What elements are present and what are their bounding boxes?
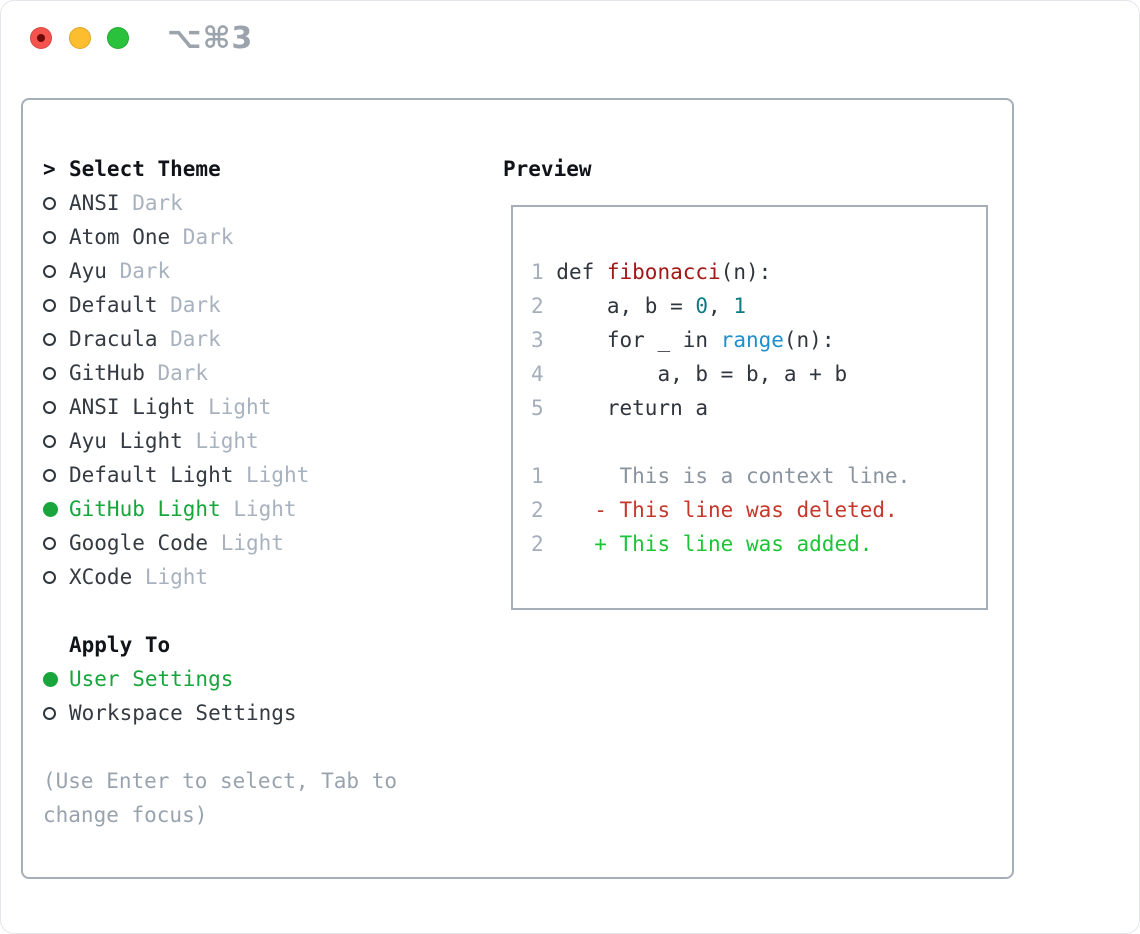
radio-selected-icon (43, 671, 69, 687)
code-line: 5 return a (531, 396, 709, 420)
radio-selected-icon (43, 501, 69, 517)
theme-option[interactable]: ANSI Light Light (43, 390, 397, 424)
apply-to-header: Apply To (43, 628, 397, 662)
theme-option-label: ANSI (69, 191, 120, 215)
radio-icon (43, 298, 69, 312)
titlebar: ⌥⌘3 (1, 1, 1139, 76)
theme-option-label: Default Light (69, 463, 234, 487)
radio-icon (43, 264, 69, 278)
minimize-button[interactable] (69, 27, 91, 49)
radio-icon (43, 706, 69, 720)
radio-icon (43, 570, 69, 584)
preview-box: 1 def fibonacci(n): 2 a, b = 0, 1 3 for _ … (511, 205, 988, 610)
theme-option-label: Atom One (69, 225, 171, 249)
code-line: 3 for _ in range(n): (531, 328, 835, 352)
theme-option[interactable]: Ayu Dark (43, 254, 397, 288)
theme-variant-label: Light (208, 531, 284, 555)
theme-option[interactable]: ANSI Dark (43, 186, 397, 220)
apply-to-option[interactable]: User Settings (43, 662, 397, 696)
theme-option-label: Ayu Light (69, 429, 183, 453)
code-line (531, 425, 986, 459)
prompt-icon: > (43, 157, 56, 181)
theme-option[interactable]: Google Code Light (43, 526, 397, 560)
theme-option-label: Ayu (69, 259, 107, 283)
theme-variant-label: Light (182, 429, 259, 453)
theme-variant-label: Dark (144, 361, 209, 385)
theme-option[interactable]: Dracula Dark (43, 322, 397, 356)
theme-option[interactable]: Ayu Light Light (43, 424, 397, 458)
theme-variant-label: Light (132, 565, 209, 589)
theme-option[interactable]: Default Light Light (43, 458, 397, 492)
radio-icon (43, 400, 69, 414)
theme-option-label: Dracula (69, 327, 158, 351)
theme-option-label: ANSI Light (69, 395, 196, 419)
zoom-button[interactable] (107, 27, 129, 49)
hint-line-2: change focus) (43, 803, 208, 827)
preview-title: Preview (503, 157, 592, 181)
close-button-dot (37, 34, 45, 42)
select-theme-title: Select Theme (69, 157, 221, 181)
code-preview: 1 def fibonacci(n): 2 a, b = 0, 1 3 for _ … (513, 207, 986, 561)
theme-variant-label: Light (233, 463, 310, 487)
theme-option[interactable]: Default Dark (43, 288, 397, 322)
theme-option-label: Default (69, 293, 158, 317)
theme-variant-label: Light (195, 395, 272, 419)
radio-icon (43, 366, 69, 380)
hint-line-1: (Use Enter to select, Tab to (43, 769, 398, 793)
theme-option-label: Google Code (69, 531, 209, 555)
code-line: 2 - This line was deleted. (531, 498, 898, 522)
theme-option[interactable]: GitHub Dark (43, 356, 397, 390)
radio-icon (43, 434, 69, 448)
radio-icon (43, 536, 69, 550)
spacer (43, 730, 397, 764)
code-line: 4 a, b = b, a + b (531, 362, 848, 386)
radio-icon (43, 332, 69, 346)
window-title: ⌥⌘3 (167, 21, 254, 56)
radio-icon (43, 468, 69, 482)
radio-icon (43, 196, 69, 210)
theme-variant-label: Dark (157, 293, 221, 317)
theme-option[interactable]: GitHub Light Light (43, 492, 397, 526)
code-line: 2 a, b = 0, 1 (531, 294, 746, 318)
spacer (43, 594, 397, 628)
code-line: 1 This is a context line. (531, 464, 911, 488)
theme-variant-label: Dark (157, 327, 221, 351)
apply-to-option-label: User Settings (69, 667, 234, 691)
theme-variant-label: Light (220, 497, 297, 521)
theme-variant-label: Dark (170, 225, 234, 249)
close-button[interactable] (30, 27, 52, 49)
apply-to-option[interactable]: Workspace Settings (43, 696, 397, 730)
theme-variant-label: Dark (119, 191, 183, 215)
select-theme-header: > Select Theme (43, 152, 397, 186)
radio-icon (43, 230, 69, 244)
code-line: 1 def fibonacci(n): (531, 260, 772, 284)
theme-variant-label: Dark (106, 259, 171, 283)
apply-to-title: Apply To (69, 633, 171, 657)
theme-option-label: GitHub Light (69, 497, 221, 521)
theme-option-label: XCode (69, 565, 133, 589)
keyboard-hint: (Use Enter to select, Tab to change focus… (43, 764, 397, 832)
theme-option[interactable]: XCode Light (43, 560, 397, 594)
apply-to-option-label: Workspace Settings (69, 701, 297, 725)
theme-option-label: GitHub (69, 361, 145, 385)
theme-option[interactable]: Atom One Dark (43, 220, 397, 254)
code-line: 2 + This line was added. (531, 532, 873, 556)
